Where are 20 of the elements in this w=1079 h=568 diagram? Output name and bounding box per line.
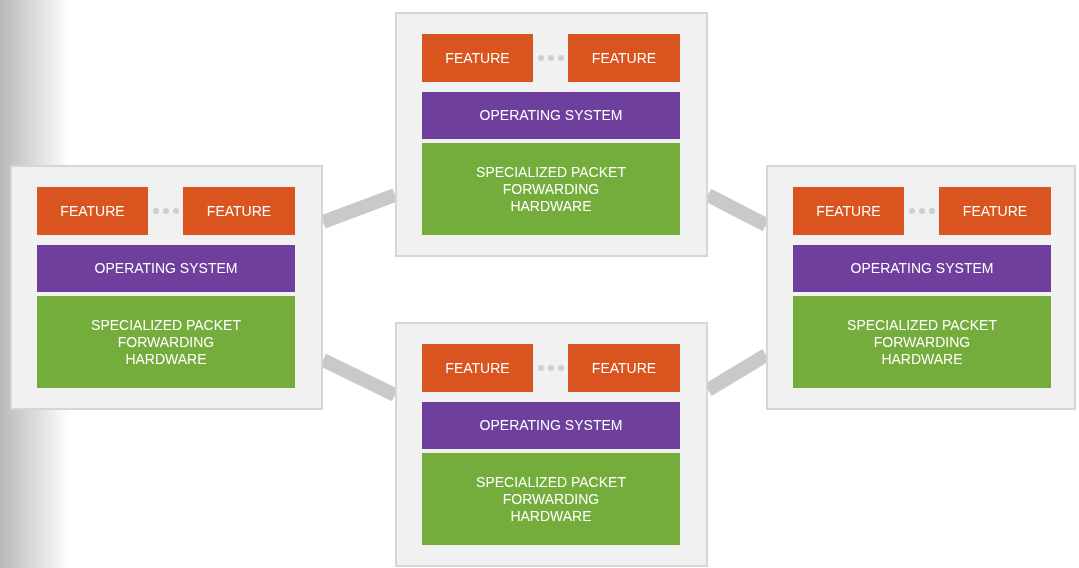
feature-block: FEATURE: [183, 187, 295, 235]
feature-block: FEATURE: [568, 34, 680, 82]
operating-system-layer: OPERATING SYSTEM: [793, 245, 1051, 292]
feature-block: FEATURE: [422, 344, 533, 392]
feature-block: FEATURE: [37, 187, 148, 235]
hardware-layer: SPECIALIZED PACKET FORWARDING HARDWARE: [37, 296, 295, 388]
switch-box: [395, 322, 708, 567]
hardware-layer: SPECIALIZED PACKET FORWARDING HARDWARE: [422, 143, 680, 235]
feature-block: FEATURE: [793, 187, 904, 235]
feature-block: FEATURE: [939, 187, 1051, 235]
switch-box: [395, 12, 708, 257]
switch-box: [766, 165, 1076, 410]
operating-system-layer: OPERATING SYSTEM: [422, 92, 680, 139]
switch-box: [10, 165, 323, 410]
feature-block: FEATURE: [422, 34, 533, 82]
feature-block: FEATURE: [568, 344, 680, 392]
hardware-layer: SPECIALIZED PACKET FORWARDING HARDWARE: [793, 296, 1051, 388]
operating-system-layer: OPERATING SYSTEM: [37, 245, 295, 292]
operating-system-layer: OPERATING SYSTEM: [422, 402, 680, 449]
hardware-layer: SPECIALIZED PACKET FORWARDING HARDWARE: [422, 453, 680, 545]
